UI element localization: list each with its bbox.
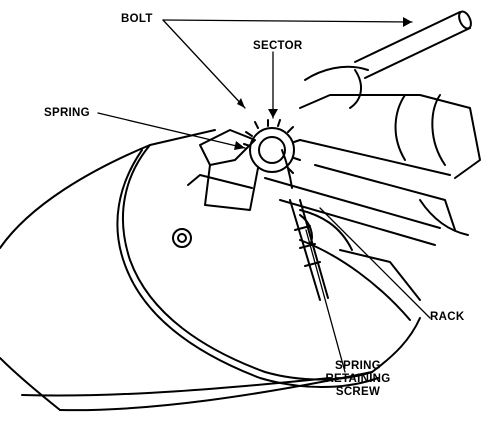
label-spring-retaining-screw-line1: SPRING [335,360,381,372]
leader-lines [97,19,431,373]
label-spring: SPRING [44,107,90,119]
spring-retaining-screw [289,199,329,301]
spring-leader [97,112,246,149]
sector-gear [243,119,301,189]
bolt-leader-right [162,19,413,23]
label-sector: SECTOR [253,40,303,52]
rack-bracket [299,94,481,301]
label-spring-retaining-screw-line2: RETAINING [325,373,391,385]
label-rack: RACK [430,311,465,323]
screw-leader [305,229,346,373]
leader-arrowheads [234,17,412,150]
bolt-leader-left [162,19,246,109]
spring [187,129,259,211]
bolt [304,10,472,109]
label-spring-retaining-screw: SPRING RETAINING SCREW [318,360,398,399]
label-bolt: BOLT [121,13,153,25]
rack [264,177,441,246]
housing-screw-hole [172,228,192,248]
rack-leader [319,207,431,319]
label-spring-retaining-screw-line3: SCREW [335,386,381,398]
